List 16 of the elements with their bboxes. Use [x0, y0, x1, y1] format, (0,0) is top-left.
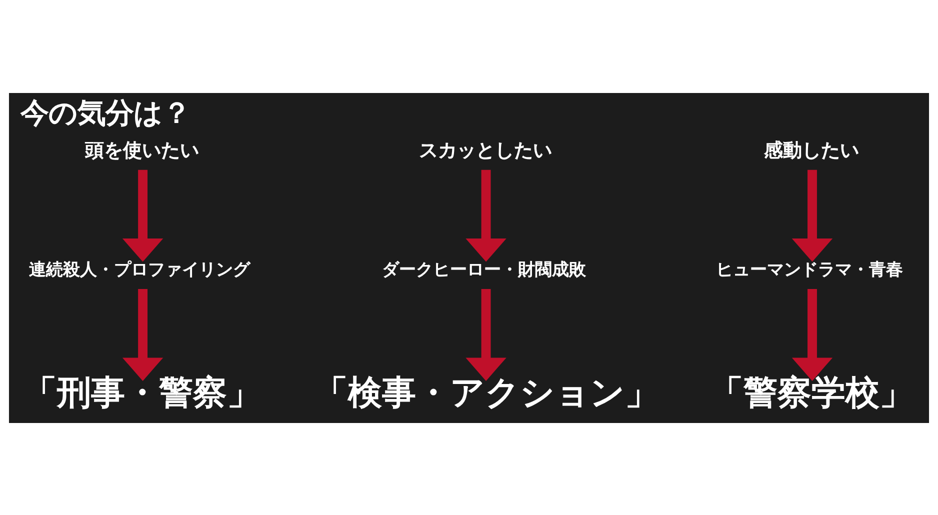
arrow — [466, 288, 506, 380]
arrow — [122, 288, 164, 380]
arrow — [122, 169, 164, 262]
arrow — [792, 169, 833, 262]
node-text: 「警察学校」 — [710, 372, 914, 412]
node-text: ヒューマンドラマ・青春 — [716, 259, 903, 280]
node-text: スカッとしたい — [418, 138, 552, 161]
node-text: 「検事・アクション」 — [314, 372, 659, 412]
node-text: ダークヒーロー・財閥成敗 — [382, 259, 586, 280]
node-text: 「刑事・警察」 — [23, 372, 262, 412]
arrow — [466, 169, 506, 262]
node-text: 連続殺人・プロファイリング — [28, 259, 250, 280]
diagram-title: 今の気分は？ — [20, 96, 190, 129]
node-text: 頭を使いたい — [85, 138, 200, 161]
arrow — [792, 288, 833, 380]
node-text: 感動したい — [764, 138, 860, 161]
